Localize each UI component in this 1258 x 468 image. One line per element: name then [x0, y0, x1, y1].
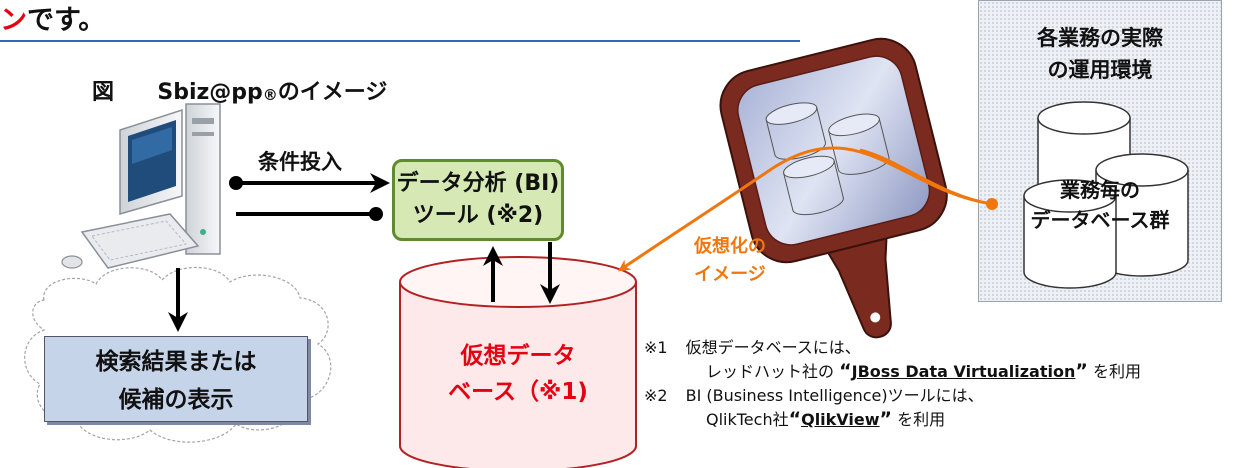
mirror-icon: [719, 37, 948, 339]
note-1-mark: ※1: [644, 338, 668, 357]
virtualization-line1: 仮想化の: [694, 236, 766, 257]
environment-title: 各業務の実際 の運用環境: [978, 22, 1222, 86]
header-text: ンです。: [0, 0, 105, 37]
computer-icon: [61, 103, 221, 269]
search-result-line1: 検索結果または: [95, 349, 257, 375]
return-line-dot: [369, 207, 383, 221]
input-conditions-label: 条件投入: [258, 150, 342, 174]
qlikview-link[interactable]: QlikView: [801, 410, 880, 429]
figure-title-name: Sbiz@pp: [157, 80, 263, 105]
virtual-db-line1: 仮想データ: [460, 343, 576, 369]
figure-title: 図 Sbiz@pp®のイメージ: [92, 74, 387, 106]
virtualization-line2: イメージ: [694, 264, 766, 285]
note-1-open-quote: “: [839, 360, 852, 382]
note-2-open-quote: “: [788, 408, 802, 430]
note-1-line1: ※1 仮想データベースには、: [644, 334, 861, 358]
search-result-line2: 候補の表示: [118, 387, 234, 413]
note-1-text: 仮想データベースには、: [685, 338, 861, 357]
note-2-suffix: を利用: [897, 410, 946, 429]
virtualization-label: 仮想化の イメージ: [680, 233, 780, 289]
virtual-db-label: 仮想データ ベース（※1): [400, 338, 636, 410]
note-1-close-quote: ”: [1075, 360, 1088, 382]
virtualization-arrow: [618, 146, 993, 272]
note-2-line2: QlikTech社“QlikView” を利用: [706, 406, 945, 430]
business-db-label-line1: 業務毎の: [1060, 178, 1140, 202]
note-1-suffix: を利用: [1092, 362, 1141, 381]
search-result-box: 検索結果または 候補の表示: [44, 336, 308, 422]
bi-tool-line2: ツール (※2): [412, 203, 544, 228]
note-1-line2: レッドハット社の “JBoss Data Virtualization” を利用: [706, 358, 1141, 382]
bi-tool-line1: データ分析 (BI): [396, 171, 560, 196]
figure-title-suffix: のイメージ: [277, 80, 388, 105]
note-1-prefix: レッドハット社の: [706, 362, 835, 381]
note-2-close-quote: ”: [879, 408, 893, 430]
business-db-label-line2: データベース群: [1030, 208, 1170, 232]
note-2-line1: ※2 BI (Business Intelligence)ツールには、: [644, 382, 984, 406]
virtual-db-line2: ベース（※1): [448, 379, 588, 405]
environment-title-line1: 各業務の実際: [1037, 26, 1163, 50]
business-db-label: 業務毎の データベース群: [982, 175, 1218, 235]
figure-title-prefix: 図: [92, 80, 115, 105]
registered-mark: ®: [262, 86, 278, 104]
jboss-link[interactable]: JBoss Data Virtualization: [851, 362, 1076, 381]
note-2-text: BI (Business Intelligence)ツールには、: [685, 386, 984, 405]
bi-tool-box: データ分析 (BI) ツール (※2): [392, 159, 564, 241]
note-2-prefix: QlikTech社: [706, 410, 789, 429]
environment-title-line2: の運用環境: [1047, 58, 1153, 82]
header-divider: [0, 40, 800, 42]
header-fragment: です。: [27, 5, 106, 36]
virtual-database-cylinder: [399, 256, 637, 468]
note-2-mark: ※2: [644, 386, 668, 405]
header-red-fragment: ン: [0, 5, 27, 36]
